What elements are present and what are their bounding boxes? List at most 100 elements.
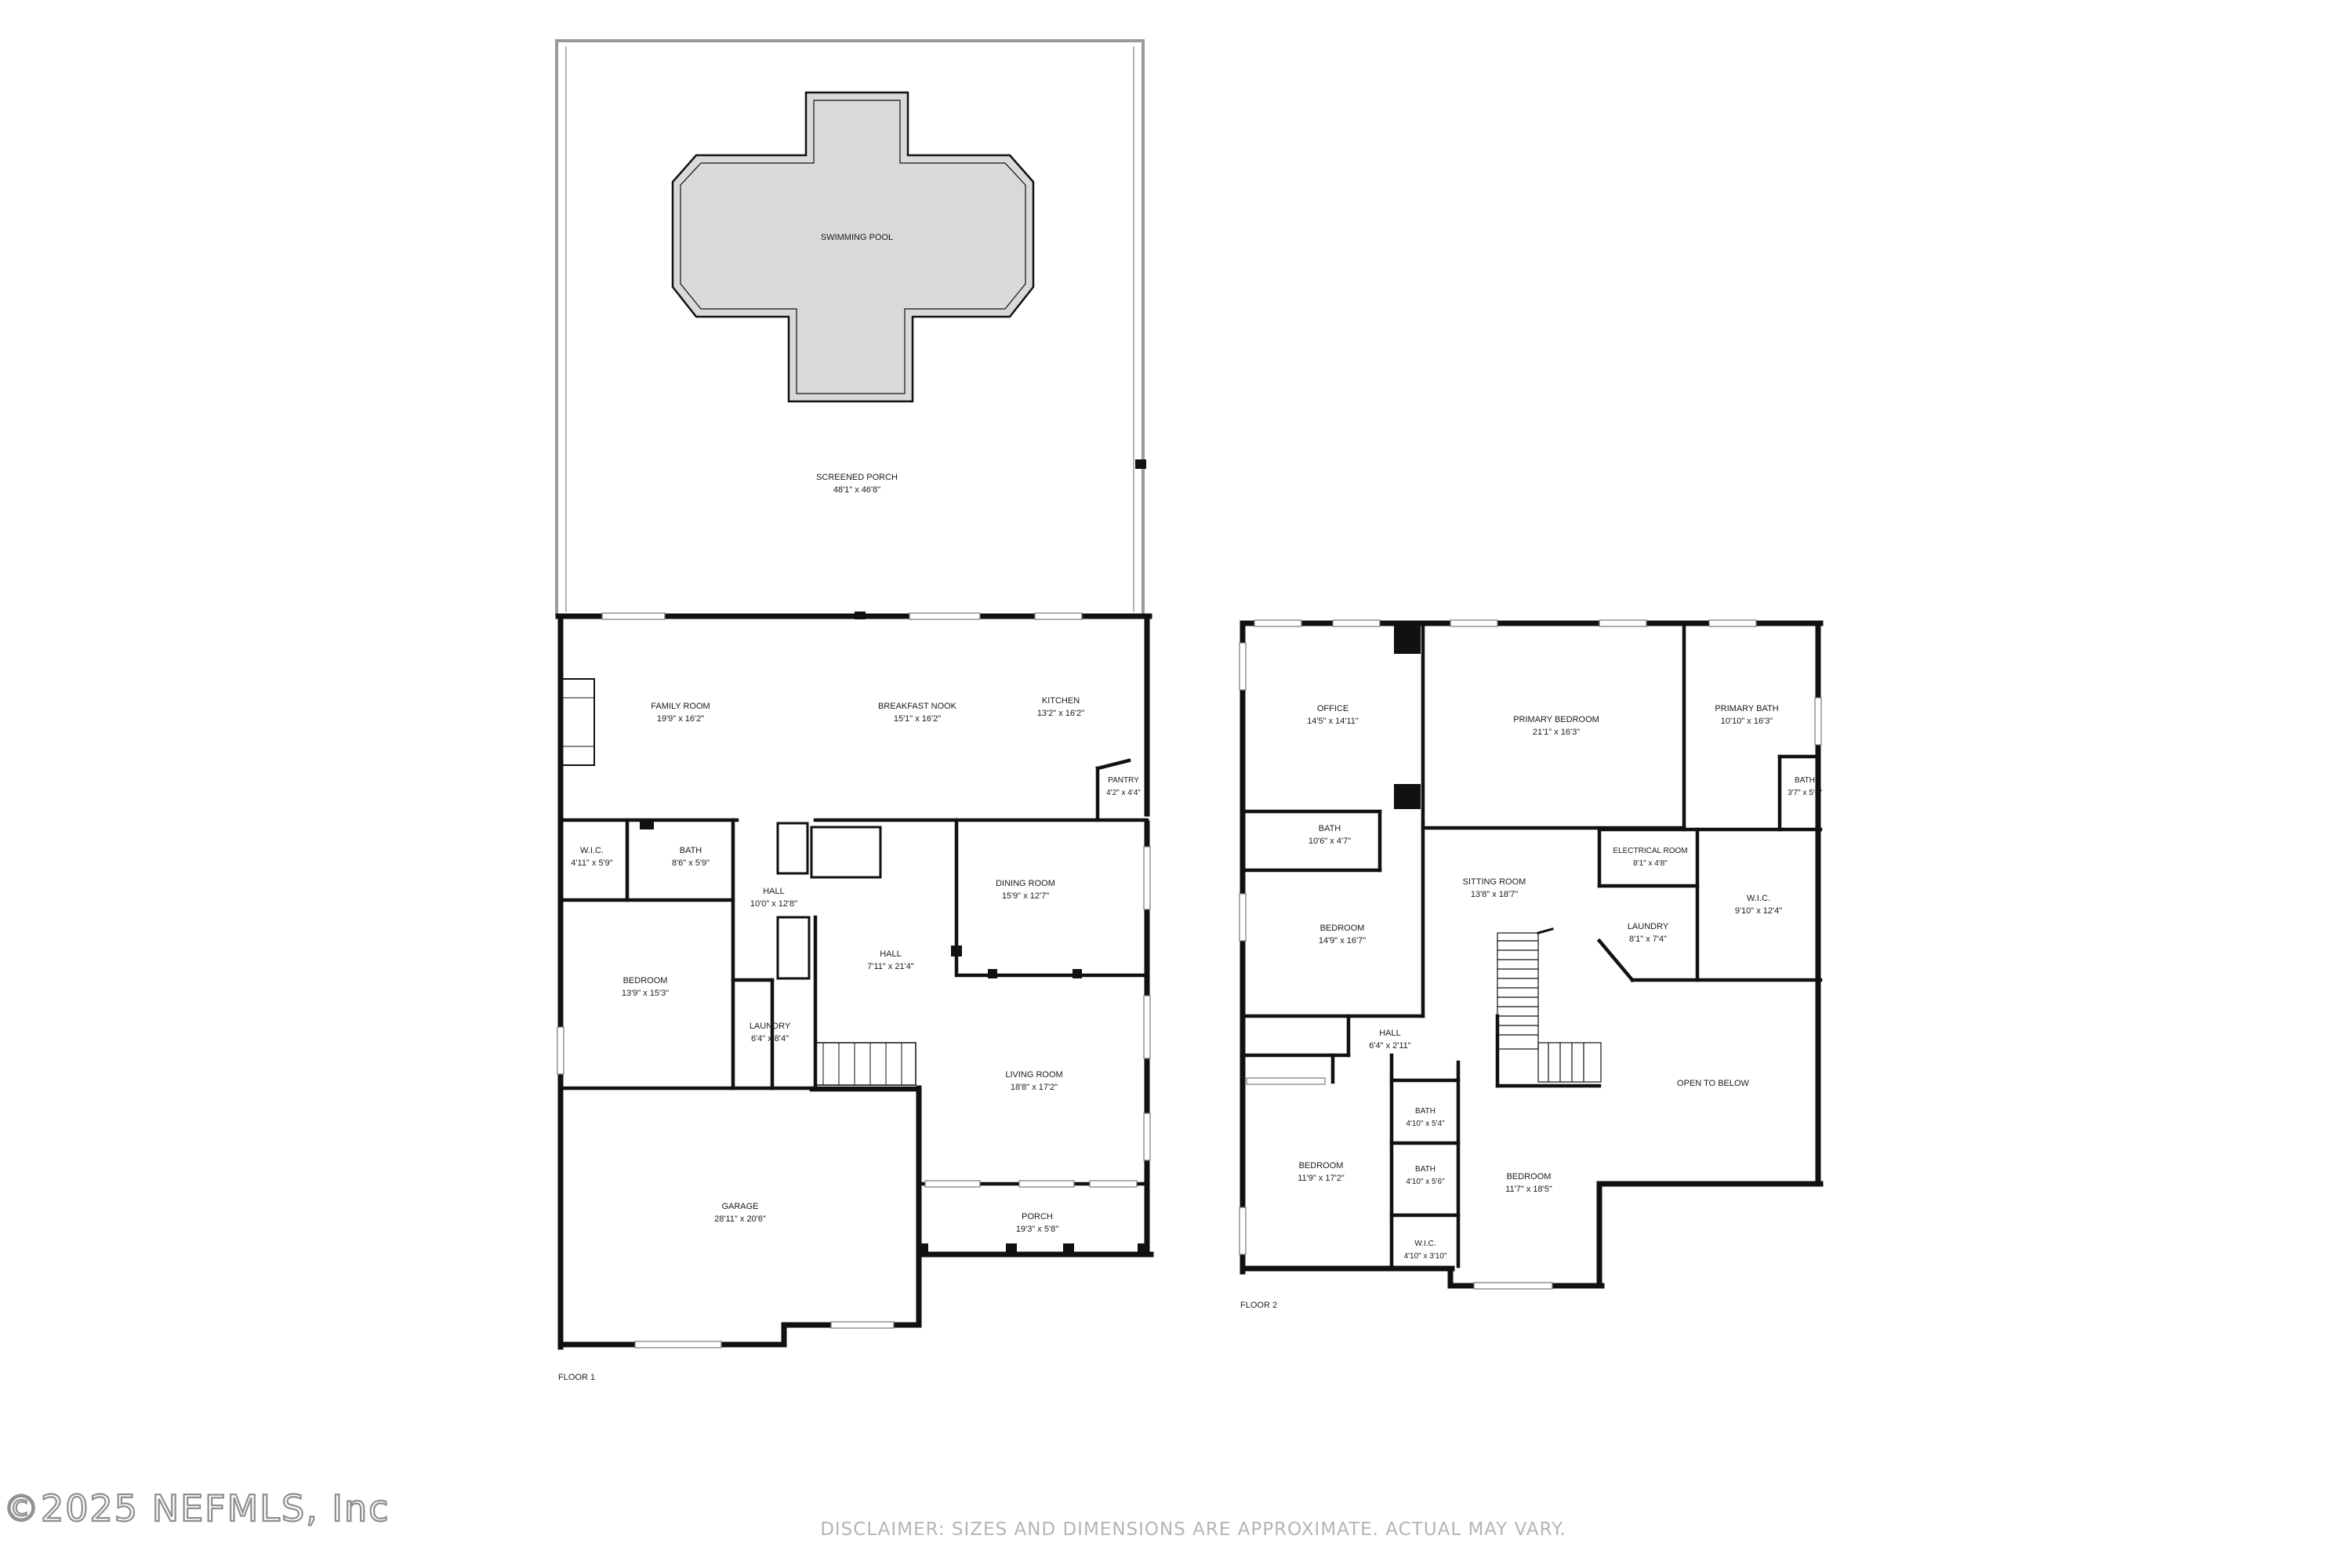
room-dimensions: 14'5" x 14'11" (1307, 717, 1359, 726)
room-label: OPEN TO BELOW (1677, 1079, 1750, 1088)
room-name: OPEN TO BELOW (1677, 1079, 1750, 1088)
room-label: DINING ROOM 15'9" x 12'7" (996, 879, 1055, 901)
room-dimensions: 19'9" x 16'2" (657, 714, 704, 724)
room-name: BATH (1415, 1107, 1436, 1116)
room-name: BEDROOM (1507, 1172, 1552, 1181)
room-name: LAUNDRY (750, 1022, 791, 1031)
room-dimensions: 18'8" x 17'2" (1011, 1083, 1058, 1092)
room-label: SCREENED PORCH 48'1" x 46'8" (816, 473, 898, 495)
room-name: W.I.C. (1414, 1240, 1436, 1248)
room-dimensions: 8'1" x 4'8" (1633, 859, 1668, 868)
floor-2-plan (1239, 619, 1824, 1290)
room-label: HALL 10'0" x 12'8" (750, 887, 797, 909)
room-dimensions: 13'8" x 18'7" (1471, 890, 1518, 899)
floor-1-windows (557, 612, 1151, 1348)
room-label: BATH 8'6" x 5'9" (672, 846, 710, 868)
room-dimensions: 3'7" x 5'6" (1788, 789, 1822, 797)
room-dimensions: 6'4" x 8'4" (751, 1034, 789, 1044)
room-name: KITCHEN (1042, 696, 1080, 706)
room-dimensions: 11'7" x 18'5" (1505, 1185, 1552, 1194)
room-dimensions: 13'2" x 16'2" (1037, 709, 1084, 718)
room-label: ELECTRICAL ROOM 8'1" x 4'8" (1613, 847, 1687, 868)
room-label: OFFICE 14'5" x 14'11" (1307, 704, 1359, 726)
room-name: BATH (1415, 1165, 1436, 1174)
room-dimensions: 28'11" x 20'6" (714, 1214, 766, 1224)
room-label: PORCH 19'3" x 5'8" (1016, 1212, 1058, 1234)
room-dimensions: 15'9" x 12'7" (1002, 891, 1049, 901)
room-dimensions: 48'1" x 46'8" (833, 485, 880, 495)
room-name: LIVING ROOM (1005, 1070, 1062, 1080)
room-dimensions: 10'6" x 4'7" (1308, 837, 1351, 846)
room-name: SCREENED PORCH (816, 473, 898, 482)
room-name: BATH (1795, 776, 1815, 785)
room-dimensions: 11'9" x 17'2" (1298, 1174, 1345, 1183)
swimming-pool-shape (671, 91, 1035, 403)
room-labels: SWIMMING POOL SCREENED PORCH 48'1" x 46'8"… (571, 233, 1822, 1261)
room-label: BATH 3'7" x 5'6" (1788, 776, 1822, 797)
room-dimensions: 8'6" x 5'9" (672, 858, 710, 868)
room-name: W.I.C. (580, 846, 604, 855)
room-name: BEDROOM (1299, 1161, 1344, 1171)
room-label: HALL 6'4" x 2'11" (1369, 1029, 1410, 1051)
room-name: BATH (680, 846, 702, 855)
room-name: SITTING ROOM (1463, 877, 1526, 887)
floor-1-fixtures (561, 678, 916, 1086)
room-label: GARAGE 28'11" x 20'6" (714, 1202, 766, 1224)
room-dimensions: 7'11" x 21'4" (867, 962, 914, 971)
room-dimensions: 4'11" x 5'9" (571, 858, 612, 868)
room-name: BEDROOM (623, 976, 668, 985)
room-name: DINING ROOM (996, 879, 1055, 888)
screened-porch-outline (555, 39, 1145, 615)
room-dimensions: 19'3" x 5'8" (1016, 1225, 1058, 1234)
room-name: HALL (1379, 1029, 1401, 1038)
room-label: BATH 4'10" x 5'6" (1406, 1165, 1445, 1186)
room-dimensions: 9'10" x 12'4" (1735, 906, 1782, 916)
floor-2-windows (1239, 619, 1822, 1290)
floor-2-stairs (1497, 927, 1602, 1083)
floor-1-label: FLOOR 1 (558, 1373, 595, 1382)
room-label: LIVING ROOM 18'8" x 17'2" (1005, 1070, 1062, 1092)
room-dimensions: 6'4" x 2'11" (1369, 1041, 1410, 1051)
room-dimensions: 8'1" x 7'4" (1629, 935, 1667, 944)
room-name: BREAKFAST NOOK (878, 702, 957, 711)
room-name: GARAGE (721, 1202, 758, 1211)
room-dimensions: 10'0" x 12'8" (750, 899, 797, 909)
room-name: BEDROOM (1320, 924, 1365, 933)
room-name: PORCH (1022, 1212, 1053, 1221)
room-label: LAUNDRY 6'4" x 8'4" (750, 1022, 791, 1044)
room-label: BEDROOM 11'7" x 18'5" (1505, 1172, 1552, 1194)
room-name: HALL (763, 887, 785, 896)
room-dimensions: 4'10" x 3'10" (1404, 1252, 1447, 1261)
room-name: FAMILY ROOM (651, 702, 710, 711)
room-label: FAMILY ROOM 19'9" x 16'2" (651, 702, 710, 724)
room-label: SWIMMING POOL (821, 233, 893, 242)
room-label: BEDROOM 14'9" x 16'7" (1319, 924, 1366, 946)
room-label: W.I.C. 4'11" x 5'9" (571, 846, 612, 868)
room-name: SWIMMING POOL (821, 233, 893, 242)
room-dimensions: 4'10" x 5'6" (1406, 1178, 1445, 1186)
room-label: W.I.C. 4'10" x 3'10" (1404, 1240, 1447, 1261)
disclaimer-text: DISCLAIMER: SIZES AND DIMENSIONS ARE APP… (820, 1519, 1566, 1540)
room-name: BATH (1319, 824, 1341, 833)
room-name: LAUNDRY (1628, 922, 1669, 931)
porch-column (1135, 459, 1146, 469)
swimming-pool-inner-edge (680, 100, 1026, 394)
room-dimensions: 4'2" x 4'4" (1106, 789, 1141, 797)
room-label: SITTING ROOM 13'8" x 18'7" (1463, 877, 1526, 899)
floor-2-label: FLOOR 2 (1240, 1301, 1277, 1310)
room-name: ELECTRICAL ROOM (1613, 847, 1687, 855)
room-label: PANTRY 4'2" x 4'4" (1106, 776, 1141, 797)
room-dimensions: 21'1" x 16'3" (1533, 728, 1580, 737)
room-dimensions: 14'9" x 16'7" (1319, 936, 1366, 946)
room-label: BATH 10'6" x 4'7" (1308, 824, 1351, 846)
room-name: PANTRY (1108, 776, 1139, 785)
room-label: BEDROOM 11'9" x 17'2" (1298, 1161, 1345, 1183)
room-name: OFFICE (1317, 704, 1348, 713)
